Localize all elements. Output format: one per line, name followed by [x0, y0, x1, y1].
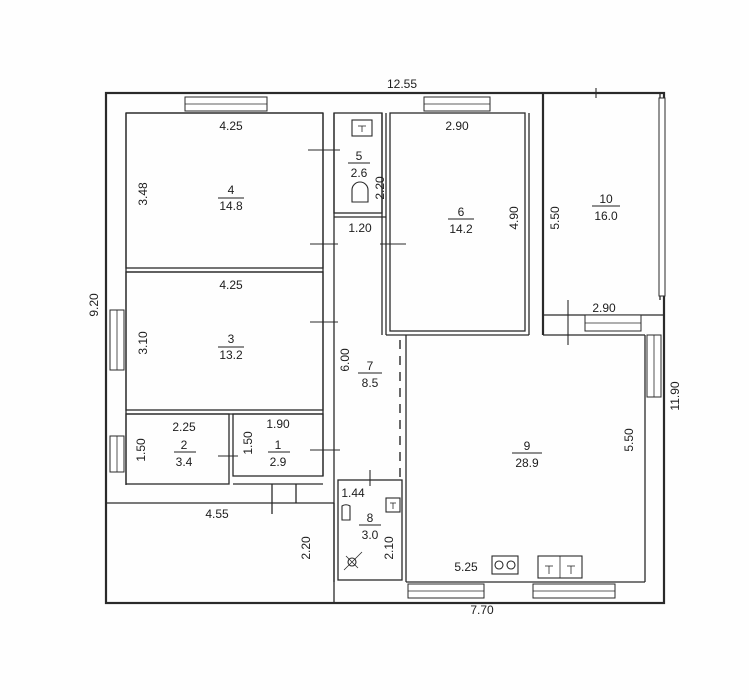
overall-dimensions: 12.55 7.70 9.20 11.90 [87, 77, 682, 617]
window-room10-right [658, 97, 666, 297]
svg-text:28.9: 28.9 [515, 456, 539, 470]
dim-room8-height: 2.10 [382, 536, 396, 560]
dim-room2-width: 2.25 [172, 420, 196, 434]
dim-porch-width: 4.55 [205, 507, 229, 521]
room-label-7: 7 8.5 [358, 359, 382, 390]
toilet-icon-room5 [351, 119, 373, 137]
window-room9-bottom-left [407, 583, 485, 599]
room-label-2: 2 3.4 [174, 438, 196, 469]
svg-text:14.8: 14.8 [219, 199, 243, 213]
svg-text:7: 7 [367, 359, 374, 373]
fixtures [341, 119, 583, 579]
svg-text:16.0: 16.0 [594, 209, 618, 223]
toilet-icon-room8 [385, 497, 401, 513]
window-room6-top [423, 96, 491, 112]
dim-corridor-length: 6.00 [338, 348, 352, 372]
svg-text:4: 4 [228, 183, 235, 197]
room-label-10: 10 16.0 [592, 192, 620, 223]
svg-text:8.5: 8.5 [362, 376, 379, 390]
dim-room3-height: 3.10 [136, 331, 150, 355]
svg-text:10: 10 [599, 192, 613, 206]
svg-text:9: 9 [524, 439, 531, 453]
stove-icon-room9 [491, 555, 519, 575]
dim-room1-width: 1.90 [266, 417, 290, 431]
windows [109, 96, 666, 599]
dim-room6-height: 4.90 [507, 206, 521, 230]
window-room9-right [646, 334, 662, 398]
dim-room5-width: 1.20 [348, 221, 372, 235]
window-room10-bottom [584, 314, 642, 332]
overall-left-height: 9.20 [87, 293, 101, 317]
dim-room4-height: 3.48 [136, 182, 150, 206]
room-label-3: 3 13.2 [218, 332, 244, 362]
boiler-icon-room8 [343, 551, 363, 571]
dim-room9-width: 5.25 [454, 560, 478, 574]
dim-room9-height: 5.50 [622, 428, 636, 452]
svg-text:14.2: 14.2 [449, 222, 473, 236]
svg-text:1: 1 [275, 438, 282, 452]
dim-room10-height: 5.50 [548, 206, 562, 230]
dim-room1-height: 1.50 [241, 431, 255, 455]
svg-text:8: 8 [367, 511, 374, 525]
svg-text:2.9: 2.9 [270, 455, 287, 469]
dim-room4-width: 4.25 [219, 119, 243, 133]
svg-text:5: 5 [356, 149, 363, 163]
room-dimensions: 4.25 3.48 4.25 3.10 2.25 1.50 1.90 1.50 … [134, 119, 636, 574]
svg-text:2.6: 2.6 [351, 166, 368, 180]
window-room4-top [184, 96, 268, 112]
sink-icon-room9 [537, 555, 583, 579]
svg-text:3.4: 3.4 [176, 455, 193, 469]
dim-room3-width: 4.25 [219, 278, 243, 292]
room-label-9: 9 28.9 [512, 439, 542, 470]
room-label-5: 5 2.6 [348, 149, 370, 180]
window-room3-left [109, 309, 125, 371]
svg-text:3: 3 [228, 332, 235, 346]
overall-top-width: 12.55 [387, 77, 417, 91]
room-label-4: 4 14.8 [218, 183, 244, 213]
doors [218, 88, 597, 486]
overall-right-height: 11.90 [668, 381, 682, 410]
svg-text:13.2: 13.2 [219, 348, 243, 362]
svg-text:2: 2 [181, 438, 188, 452]
room-labels: 4 14.8 3 13.2 2 3.4 1 2.9 5 2.6 6 14.2 [174, 149, 620, 542]
dim-room6-width: 2.90 [445, 119, 469, 133]
window-room9-bottom-right [532, 583, 616, 599]
overall-bottom-width: 7.70 [470, 603, 494, 617]
svg-text:3.0: 3.0 [362, 528, 379, 542]
dim-room10-width: 2.90 [592, 301, 616, 315]
room-label-6: 6 14.2 [448, 205, 474, 236]
room-label-1: 1 2.9 [268, 438, 290, 469]
svg-text:6: 6 [458, 205, 465, 219]
dim-room8-width: 1.44 [341, 486, 365, 500]
dim-porch-height: 2.20 [299, 536, 313, 560]
window-room2-left [109, 435, 125, 473]
dim-room5-height: 2.20 [373, 176, 387, 200]
dim-room2-height: 1.50 [134, 438, 148, 462]
sink-icon-room5 [351, 181, 369, 203]
interior-walls [125, 93, 664, 582]
sink-icon-room8 [341, 504, 351, 521]
room-label-8: 8 3.0 [359, 511, 381, 542]
